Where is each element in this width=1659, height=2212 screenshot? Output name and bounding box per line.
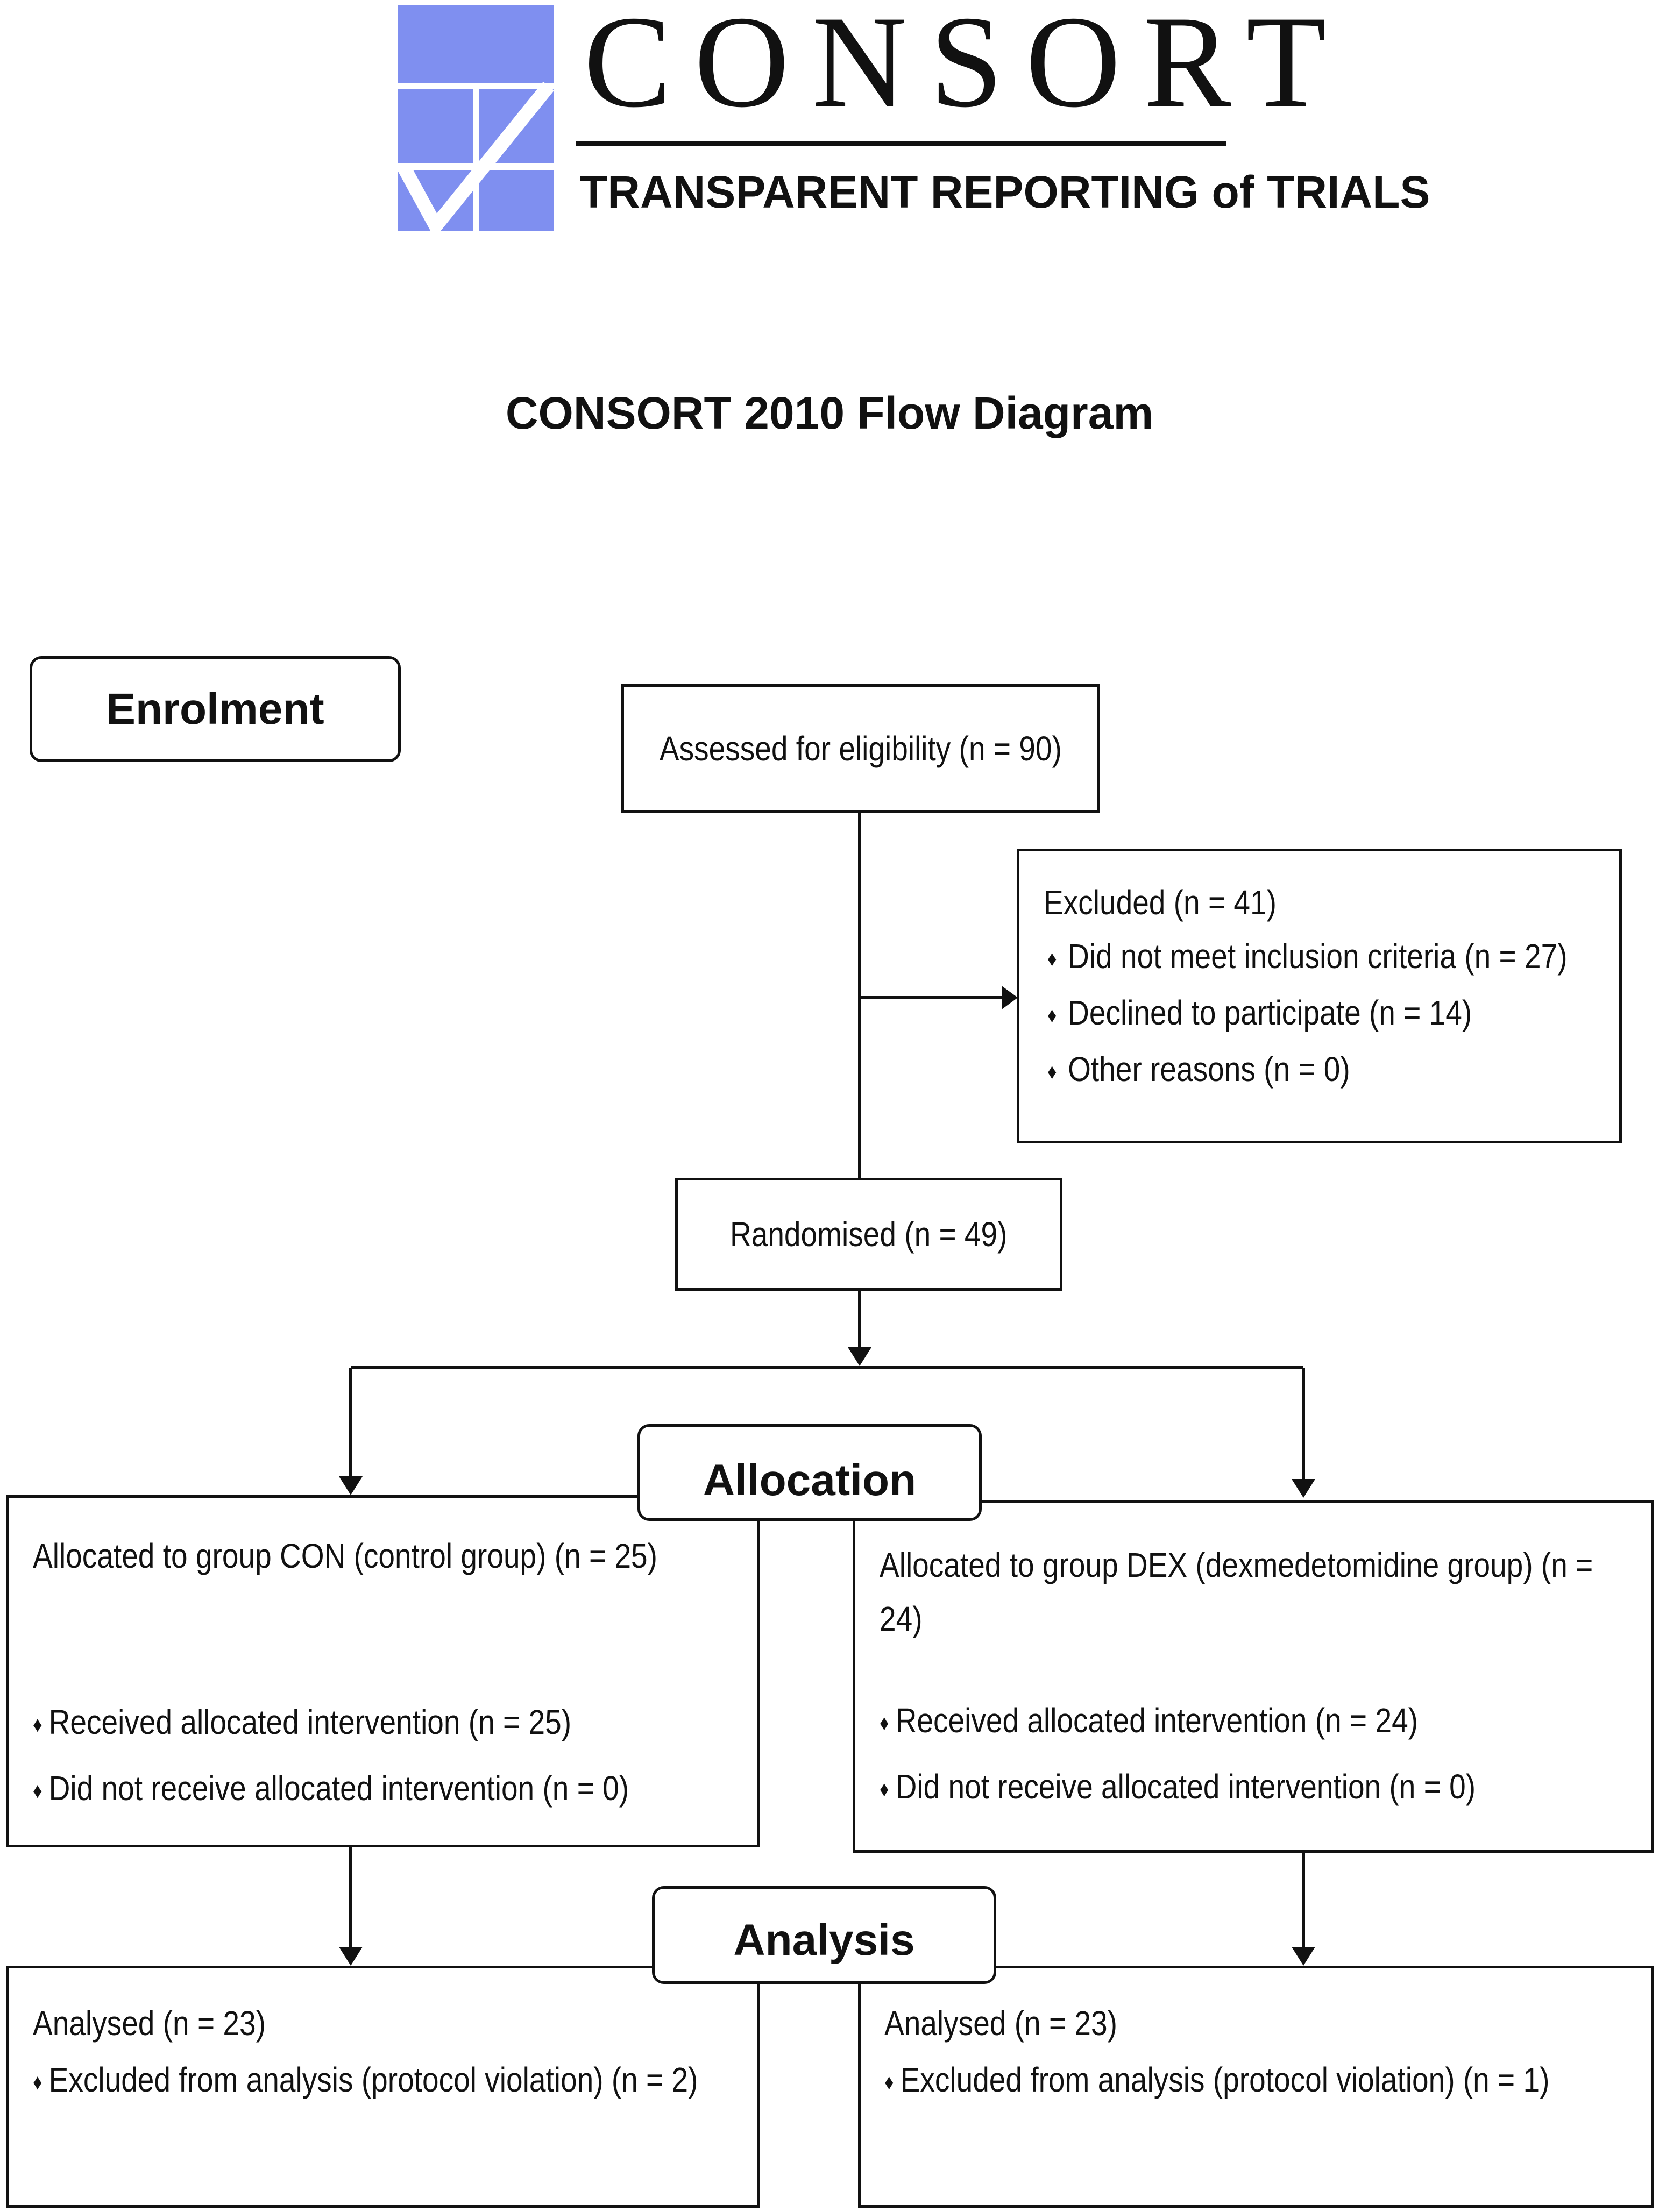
list-item: ♦Received allocated intervention (n = 25… <box>33 1690 656 1756</box>
assessed-box: Assessed for eligibility (n = 90) <box>621 684 1100 813</box>
analysis-dex-box: Analysed (n = 23) ♦Excluded from analysi… <box>858 1966 1654 2208</box>
list-item: ♦Excluded from analysis (protocol violat… <box>884 2050 1549 2112</box>
consort-logo: CONSORT TRANSPARENT REPORTING of TRIALS <box>398 0 1430 237</box>
stage-label-analysis: Analysis <box>652 1886 996 1984</box>
bullet-diamond-icon: ♦ <box>33 1779 42 1803</box>
allocation-dex-title-line2: 24) <box>880 1599 923 1638</box>
stage-label-allocation: Allocation <box>637 1424 982 1521</box>
allocation-con-box: Allocated to group CON (control group) (… <box>6 1495 760 1847</box>
checkmark-logo-icon <box>398 5 554 231</box>
bullet-diamond-icon: ♦ <box>880 1777 889 1802</box>
analysis-dex-title: Analysed (n = 23) <box>884 2004 1117 2043</box>
randomised-box: Randomised (n = 49) <box>675 1178 1062 1291</box>
list-item: ♦Did not receive allocated intervention … <box>33 1756 656 1823</box>
allocation-dex-title-line1: Allocated to group DEX (dexmedetomidine … <box>880 1546 1593 1584</box>
assessed-text: Assessed for eligibility (n = 90) <box>660 729 1062 768</box>
allocation-con-title: Allocated to group CON (control group) (… <box>33 1537 657 1575</box>
logo-wordmark: CONSORT <box>584 0 1349 134</box>
page-title: CONSORT 2010 Flow Diagram <box>505 388 1154 438</box>
list-item: ♦Received allocated intervention (n = 24… <box>880 1689 1543 1755</box>
bullet-diamond-icon: ♦ <box>1047 1004 1057 1028</box>
list-item: ♦Did not receive allocated intervention … <box>880 1755 1543 1821</box>
list-item: ♦Other reasons (n = 0) <box>1044 1042 1539 1099</box>
analysis-con-title: Analysed (n = 23) <box>33 2004 266 2043</box>
logo-rule <box>576 141 1226 146</box>
list-item: ♦Did not meet inclusion criteria (n = 27… <box>1044 929 1568 986</box>
allocation-dex-box: Allocated to group DEX (dexmedetomidine … <box>853 1500 1654 1853</box>
randomised-text: Randomised (n = 49) <box>730 1215 1008 1254</box>
stage-label-enrolment: Enrolment <box>30 656 401 762</box>
bullet-diamond-icon: ♦ <box>884 2071 894 2095</box>
bullet-diamond-icon: ♦ <box>33 2071 42 2095</box>
excluded-title: Excluded (n = 41) <box>1044 883 1277 922</box>
list-item: ♦Declined to participate (n = 14) <box>1044 986 1539 1042</box>
stage-allocation-text: Allocation <box>703 1456 917 1505</box>
bullet-diamond-icon: ♦ <box>33 1713 42 1737</box>
list-item: ♦Excluded from analysis (protocol violat… <box>33 2050 698 2112</box>
stage-enrolment-text: Enrolment <box>106 684 324 734</box>
analysis-con-box: Analysed (n = 23) ♦Excluded from analysi… <box>6 1966 760 2208</box>
excluded-box: Excluded (n = 41) ♦Did not meet inclusio… <box>1017 849 1622 1143</box>
bullet-diamond-icon: ♦ <box>880 1711 889 1736</box>
stage-analysis-text: Analysis <box>733 1916 915 1965</box>
logo-tagline: TRANSPARENT REPORTING of TRIALS <box>580 167 1430 217</box>
bullet-diamond-icon: ♦ <box>1047 1060 1057 1084</box>
bullet-diamond-icon: ♦ <box>1047 947 1057 971</box>
